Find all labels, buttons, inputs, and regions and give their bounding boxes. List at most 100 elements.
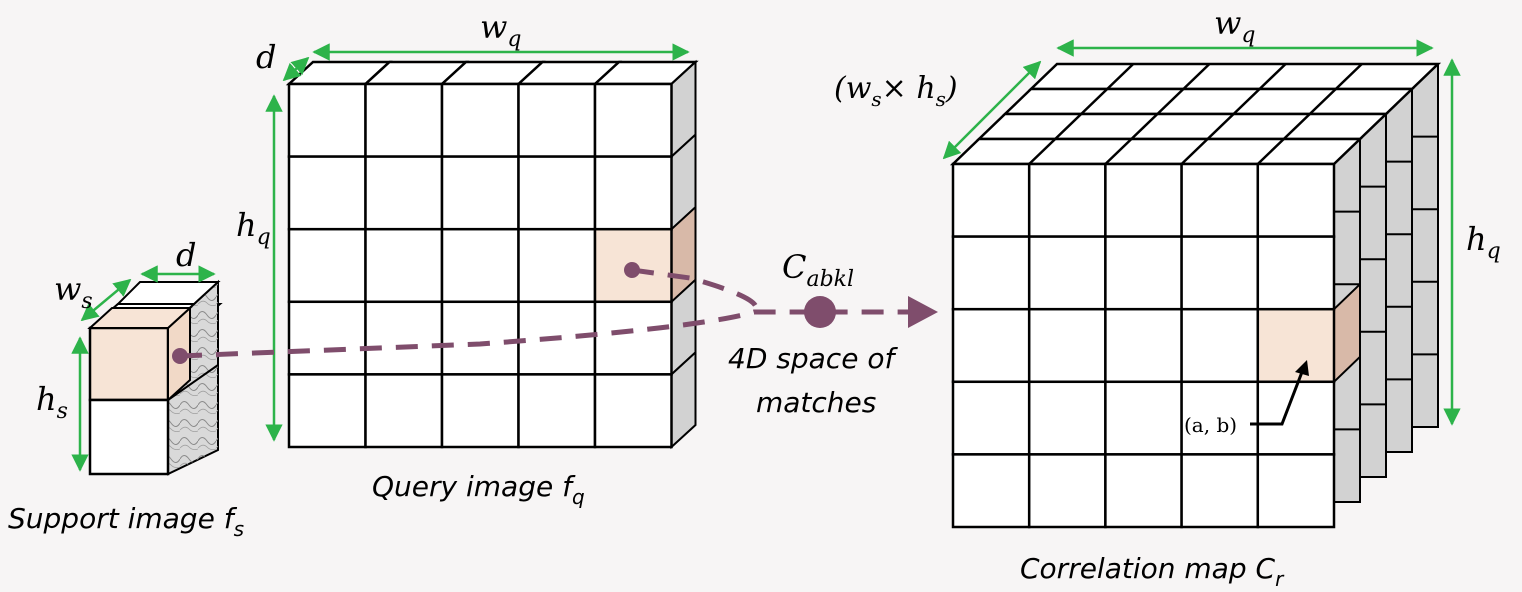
query-cell — [287, 373, 367, 449]
corr-h-label: hq — [1466, 220, 1501, 264]
cabkl-node — [804, 296, 836, 328]
support-caption: Support image fs — [8, 502, 244, 541]
corr-layer-top — [949, 137, 1364, 166]
query-cell — [440, 155, 520, 231]
corr-highlight-cell — [1256, 307, 1336, 384]
corr-cell — [951, 162, 1031, 238]
support-d-label: d — [176, 236, 196, 274]
ab-pointer-arrow — [1250, 371, 1304, 426]
query-cell — [287, 227, 367, 304]
query-cell — [440, 82, 520, 158]
corr-cell — [1027, 235, 1107, 311]
corr-cell — [1104, 453, 1183, 529]
match-path-support — [179, 309, 910, 359]
corr-layer-top-line — [1232, 88, 1261, 115]
corr-layer-top-line — [1308, 88, 1337, 115]
corr-layer-top — [1001, 87, 1416, 116]
corr-cell — [1104, 235, 1183, 311]
query-cell — [364, 373, 444, 449]
corr-cell — [1180, 380, 1260, 456]
query-cell — [364, 82, 444, 158]
corr-cell — [1256, 162, 1336, 238]
query-cell — [517, 227, 597, 304]
query-cell — [364, 227, 444, 304]
corr-layer-top-line — [1106, 63, 1135, 90]
corr-cell — [951, 380, 1031, 456]
match-arrowhead — [908, 296, 938, 328]
match-path-query — [631, 267, 759, 314]
support-h-label: hs — [36, 380, 68, 424]
corr-cell — [1256, 453, 1336, 529]
corr-cell — [1180, 235, 1260, 311]
corr-depth-label: (ws× hs) — [834, 71, 958, 111]
match-dot-support — [172, 348, 188, 364]
query-cell — [517, 155, 597, 231]
corr-layer-top-line — [1256, 138, 1285, 165]
query-cell — [287, 300, 367, 376]
corr-cell — [1180, 307, 1260, 384]
query-d-arrow — [282, 56, 310, 82]
corr-layer-top — [975, 112, 1390, 141]
corr-layer-top-line — [1104, 138, 1133, 165]
query-cell — [364, 300, 444, 376]
query-h-label: hq — [236, 206, 271, 250]
corr-cell — [1027, 307, 1107, 384]
ab-label: (a, b) — [1184, 413, 1237, 437]
support-lower-cell — [88, 398, 170, 476]
query-cell — [440, 300, 520, 376]
corr-cell — [951, 453, 1031, 529]
corr-caption: Correlation map Cr — [1020, 552, 1285, 591]
query-cell — [593, 82, 673, 158]
query-cell — [440, 373, 520, 449]
corr-layer-top-line — [1182, 63, 1211, 90]
corr-cell — [1027, 380, 1107, 456]
query-cell — [517, 82, 597, 158]
corr-layer-top-line — [1080, 88, 1109, 115]
corr-cell — [1027, 162, 1107, 238]
corr-layer-side — [1385, 88, 1413, 453]
corr-cell — [1180, 162, 1260, 238]
corr-layer-top-line — [1180, 138, 1209, 165]
correlation-map-block — [949, 62, 1442, 529]
corr-cell — [1027, 453, 1107, 529]
query-cell — [593, 155, 673, 231]
corr-layer-top — [1027, 62, 1442, 91]
support-image-block — [87, 279, 223, 476]
corr-cell — [1180, 453, 1260, 529]
corr-layer-top-line — [1054, 113, 1083, 140]
space-label-line1: 4D space of — [728, 342, 898, 375]
space-label-line2: matches — [756, 386, 876, 419]
corr-layer-side — [1411, 63, 1439, 428]
corr-cell — [951, 307, 1031, 384]
corr-layer-top-line — [1156, 88, 1185, 115]
query-cell — [593, 373, 673, 449]
corr-layer-side — [1359, 113, 1387, 478]
cabkl-label: Cabkl — [782, 248, 854, 292]
support-highlight-cell — [88, 326, 170, 402]
corr-layer-top-line — [1334, 63, 1363, 90]
corr-cell — [1104, 307, 1183, 384]
support-w-label: ws — [54, 270, 93, 314]
query-cell — [287, 155, 367, 231]
corr-layer-top-line — [1130, 113, 1159, 140]
query-caption: Query image fq — [372, 470, 585, 509]
match-dot-query — [624, 262, 640, 278]
corr-depth-arrow — [942, 60, 1042, 160]
corr-cell — [1104, 380, 1183, 456]
query-cell — [364, 155, 444, 231]
support-w-arrow — [80, 278, 132, 322]
query-w-label: wq — [480, 8, 521, 52]
query-cell — [440, 227, 520, 304]
corr-w-label: wq — [1214, 4, 1255, 48]
corr-layer-top-line — [1206, 113, 1235, 140]
corr-cell — [951, 235, 1031, 311]
query-d-label: d — [256, 38, 276, 76]
query-cell — [593, 300, 673, 376]
corr-layer-top-line — [1282, 113, 1311, 140]
query-image-block — [285, 59, 699, 450]
corr-layer-top-line — [1028, 138, 1057, 165]
query-cell — [517, 373, 597, 449]
corr-cell — [1104, 162, 1183, 238]
corr-cell — [1256, 380, 1336, 456]
